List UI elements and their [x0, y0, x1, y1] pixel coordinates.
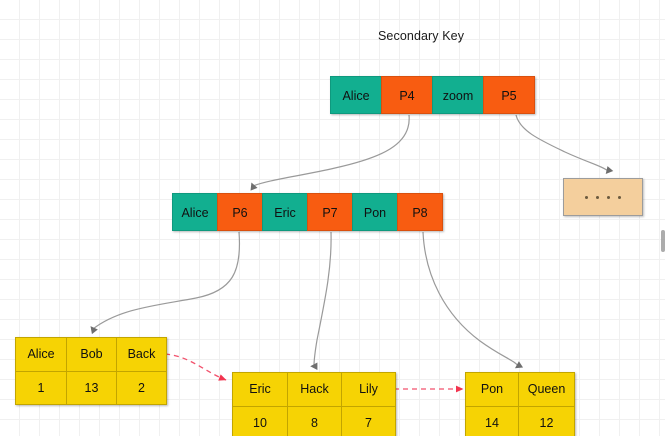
leaf-key-row: Alice Bob Back — [16, 338, 166, 371]
root-cell-key-2[interactable]: zoom — [432, 76, 484, 114]
leaf-value-row: 1 13 2 — [16, 371, 166, 404]
internal-cell-key-0[interactable]: Alice — [172, 193, 218, 231]
root-cell-pointer-1[interactable]: P4 — [381, 76, 433, 114]
leaf-3-value-1[interactable]: 12 — [518, 406, 574, 436]
internal-index-node[interactable]: Alice P6 Eric P7 Pon P8 — [172, 193, 443, 231]
leaf-2-key-0[interactable]: Eric — [249, 382, 271, 396]
leaf-1-key-0[interactable]: Alice — [27, 347, 55, 361]
canvas-scrollbar-thumb[interactable] — [661, 230, 665, 252]
ellipsis-placeholder-node[interactable] — [563, 178, 643, 216]
leaf-2-value-2[interactable]: 7 — [341, 406, 395, 436]
internal-cell-key-2[interactable]: Eric — [262, 193, 308, 231]
leaf-1-value-2[interactable]: 2 — [116, 371, 166, 404]
edge-p6-to-leaf-1 — [90, 231, 241, 335]
leaf-1-key-2[interactable]: Back — [116, 338, 166, 371]
ellipsis-dot-icon — [585, 195, 588, 199]
leaf-2-key-1[interactable]: Hack — [287, 373, 341, 406]
edge-p7-to-leaf-2 — [310, 231, 332, 371]
leaf-3-key-1[interactable]: Queen — [518, 373, 574, 406]
leaf-1-value-0[interactable]: 1 — [16, 371, 66, 404]
leaf-key-row: Pon Queen — [466, 373, 574, 406]
internal-cell-pointer-1[interactable]: P6 — [217, 193, 263, 231]
ellipsis-dot-icon — [618, 195, 621, 199]
root-cell-key-0[interactable]: Alice — [330, 76, 382, 114]
ellipsis-dot-icon — [607, 195, 610, 199]
leaf-3-value-0[interactable]: 14 — [466, 406, 518, 436]
leaf-node-2[interactable]: Eric Hack Lily 10 8 7 — [232, 372, 396, 436]
leaf-node-3[interactable]: Pon Queen 14 12 — [465, 372, 575, 436]
leaf-1-value-1[interactable]: 13 — [66, 371, 116, 404]
root-cell-pointer-3[interactable]: P5 — [483, 76, 535, 114]
internal-cell-pointer-3[interactable]: P7 — [307, 193, 353, 231]
edge-p5-to-placeholder — [515, 114, 614, 175]
internal-cell-pointer-5[interactable]: P8 — [397, 193, 443, 231]
diagram-title: Secondary Key — [378, 29, 465, 43]
leaf-2-value-1[interactable]: 8 — [287, 406, 341, 436]
leaf-value-row: 10 8 7 — [233, 406, 395, 436]
leaf-1-key-1[interactable]: Bob — [66, 338, 116, 371]
leaf-node-1[interactable]: Alice Bob Back 1 13 2 — [15, 337, 167, 405]
ellipsis-dot-icon — [596, 195, 599, 199]
internal-cell-key-4[interactable]: Pon — [352, 193, 398, 231]
leaf-3-key-0[interactable]: Pon — [480, 382, 504, 396]
edge-p8-to-leaf-3 — [422, 231, 524, 369]
edge-p4-to-internal — [250, 114, 410, 191]
edge-leaf-1-to-leaf-2 — [164, 353, 227, 381]
leaf-2-key-2[interactable]: Lily — [341, 373, 395, 406]
leaf-value-row: 14 12 — [466, 406, 574, 436]
leaf-key-row: Eric Hack Lily — [233, 373, 395, 406]
leaf-2-value-0[interactable]: 10 — [233, 406, 287, 436]
root-index-node[interactable]: Alice P4 zoom P5 — [330, 76, 535, 114]
